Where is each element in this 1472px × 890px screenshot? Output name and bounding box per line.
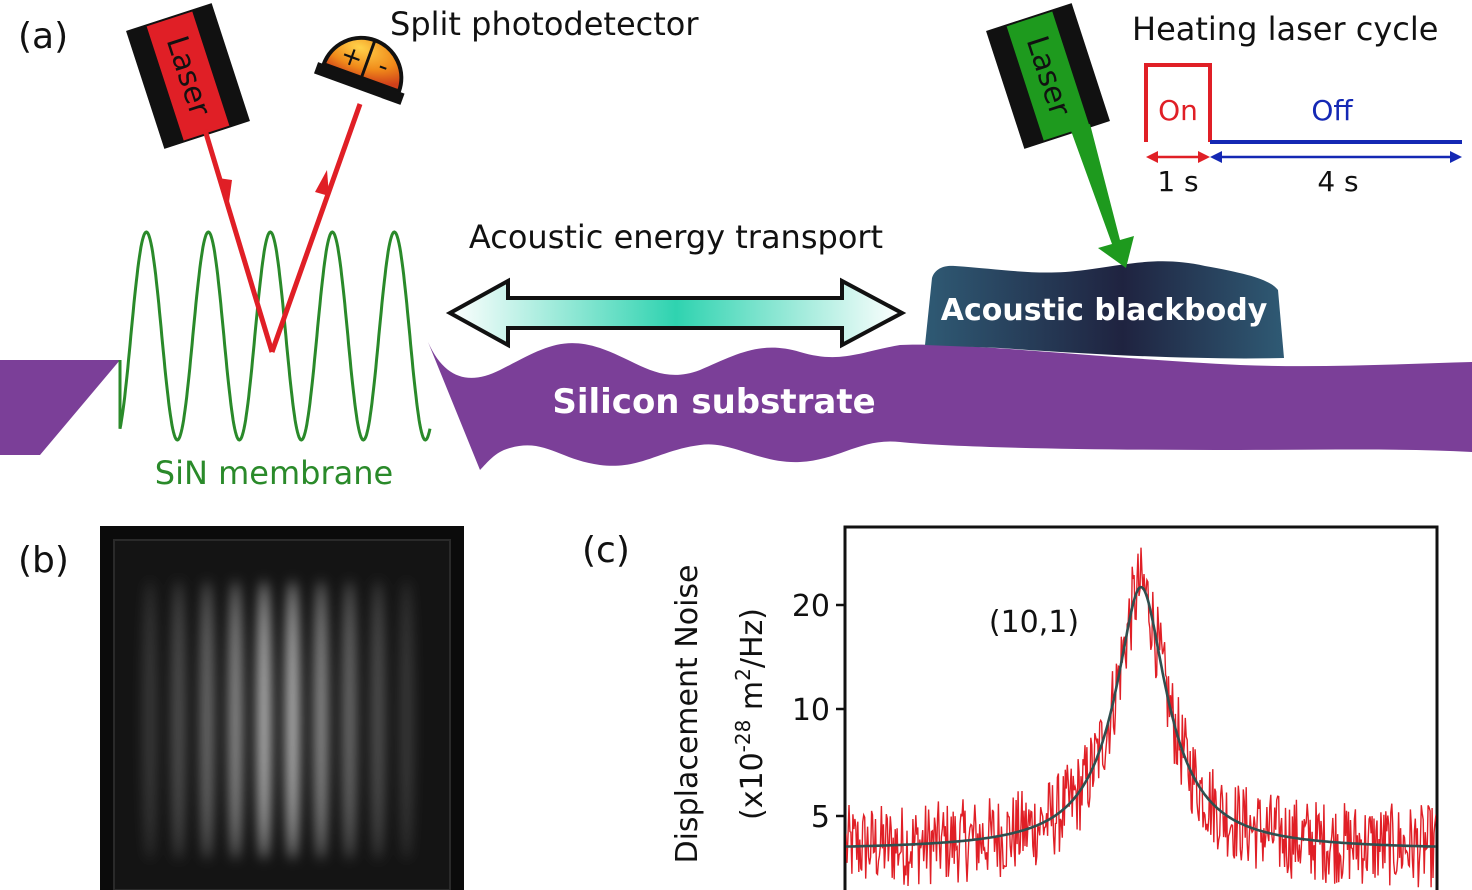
cycle-on-label: On: [1158, 94, 1198, 127]
probe-laser: Laser: [126, 3, 250, 149]
measured-noise-series: [846, 547, 1436, 888]
blackbody-label: Acoustic blackbody: [941, 293, 1268, 328]
transport-label: Acoustic energy transport: [469, 218, 883, 256]
heating-cycle: Heating laser cycle On Off 1 s 4 s: [1132, 10, 1462, 198]
panel-a: (a) Silicon substrate Acoustic blackbody…: [0, 3, 1472, 492]
transport-arrow: [445, 277, 907, 349]
membrane-label: SiN membrane: [155, 454, 393, 492]
panel-c: (c) Displacement Noise (x10-28 m2/Hz) 20…: [582, 525, 1439, 890]
y-ticks: 20 10 5: [792, 589, 846, 835]
acoustic-blackbody: [925, 261, 1284, 359]
panel-b: (b): [18, 526, 464, 890]
cycle-off-duration: 4 s: [1317, 165, 1358, 198]
silicon-substrate: [0, 360, 120, 455]
photodetector: + -: [313, 35, 405, 105]
mode-fringe: [314, 580, 328, 860]
mode-fringe: [285, 580, 300, 860]
membrane-image-window: [113, 539, 451, 890]
cycle-on-pulse: [1144, 63, 1212, 142]
mode-fringe: [200, 580, 214, 860]
mode-fringe: [371, 580, 385, 860]
mode-fringe: [342, 580, 357, 860]
mode-fringe: [257, 580, 271, 860]
probe-beam-arrow-down: [218, 178, 232, 202]
cycle-on-duration: 1 s: [1157, 165, 1198, 198]
substrate-label: Silicon substrate: [552, 382, 875, 422]
probe-beam-arrow-up: [315, 170, 329, 196]
y-tick-10: 10: [792, 693, 830, 728]
heating-laser: Laser: [986, 3, 1110, 149]
mode-fringe: [143, 580, 157, 860]
y-tick-20: 20: [792, 589, 830, 624]
mode-fringe: [228, 580, 243, 860]
mode-fringe: [171, 580, 186, 860]
panel-c-label: (c): [582, 530, 630, 571]
silicon-substrate-main: [428, 342, 1472, 470]
mode-fringe: [399, 580, 414, 860]
y-axis-label-line2: (x10-28 m2/Hz): [731, 608, 770, 820]
probe-beam: [202, 103, 363, 353]
membrane-mode-image: [143, 580, 414, 860]
y-tick-5: 5: [811, 800, 830, 835]
photodetector-title: Split photodetector: [390, 5, 699, 43]
cycle-title: Heating laser cycle: [1132, 10, 1438, 48]
sin-membrane: [118, 230, 432, 442]
heating-beam: [1070, 124, 1134, 268]
lorentzian-fit-series: [846, 585, 1436, 848]
cycle-off-label: Off: [1311, 94, 1353, 127]
y-axis-label-line1: Displacement Noise: [670, 565, 705, 864]
mode-annotation: (10,1): [989, 605, 1079, 640]
panel-a-label: (a): [18, 16, 68, 57]
panel-b-label: (b): [18, 540, 69, 581]
